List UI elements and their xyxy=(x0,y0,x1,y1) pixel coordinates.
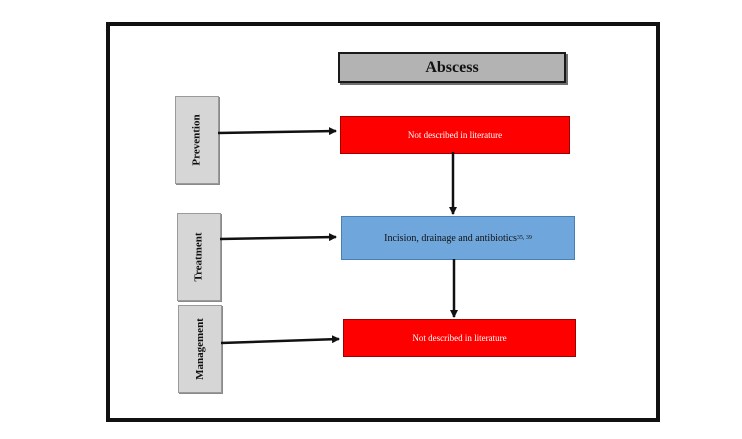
treatment-citation: 35, 39 xyxy=(516,235,532,241)
title-box: Abscess xyxy=(338,52,566,83)
diagram-title: Abscess xyxy=(425,58,479,76)
management-text: Not described in literature xyxy=(412,333,507,343)
prevention-box: Not described in literature xyxy=(340,116,570,154)
prevention-text: Not described in literature xyxy=(407,130,503,140)
management-box: Not described in literature xyxy=(343,319,576,357)
stage-box-treatment: Treatment xyxy=(177,213,221,301)
arrow-prevention-to-box xyxy=(217,127,337,136)
stage-box-management: Management xyxy=(178,305,222,393)
stage-box-prevention: Prevention xyxy=(175,96,219,184)
arrow-management-to-box xyxy=(220,335,340,345)
arrow-treatment-to-box xyxy=(219,233,337,242)
treatment-text: Incision, drainage and antibiotics xyxy=(384,232,517,244)
